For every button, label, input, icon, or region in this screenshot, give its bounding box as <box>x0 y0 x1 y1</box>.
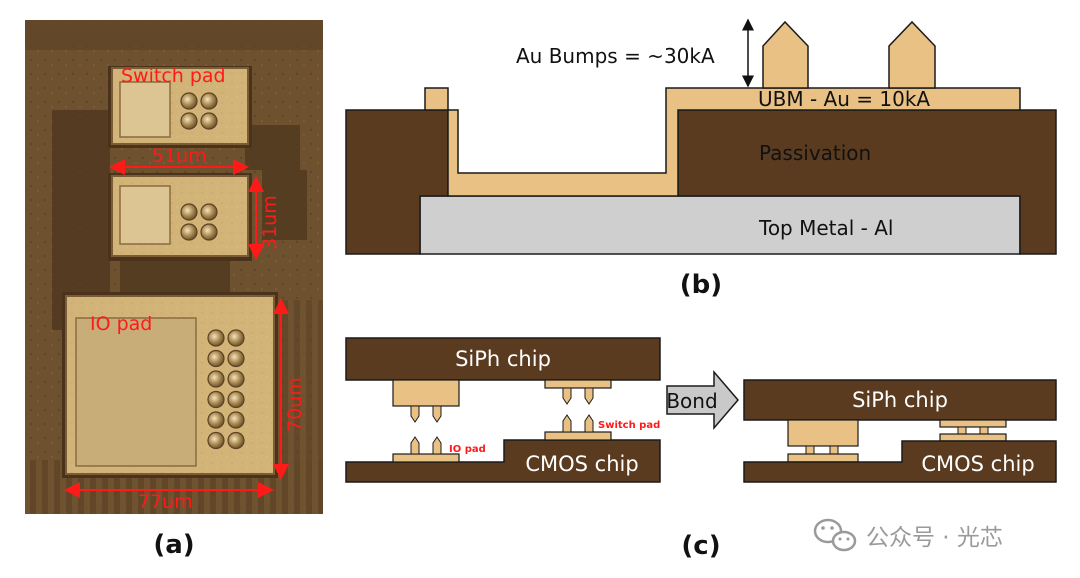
panel-c-after-bond: SiPh chip CMOS chip <box>743 379 1057 483</box>
bonded-bump <box>805 445 815 455</box>
bonded-switch-top <box>939 419 1007 428</box>
dim-switch-height: 31um <box>259 195 281 250</box>
au-bump-right <box>888 20 936 89</box>
cmos-switch-bump <box>562 414 572 433</box>
siph-chip-block <box>345 337 661 381</box>
dim-io-height: 70um <box>284 377 306 432</box>
cmos-chip-block <box>345 439 661 483</box>
siph-io-bump <box>410 405 420 423</box>
dim-switch-width: 51um <box>152 145 207 167</box>
au-bumps-label: Au Bumps = ~30kA <box>516 44 715 68</box>
panel-b-cross-section: Au Bumps = ~30kA UBM - Au = 10kA Passiva… <box>345 18 1057 255</box>
io-pad-tag: IO pad <box>449 444 486 455</box>
io-pad-bump <box>207 390 225 409</box>
io-pad-bump <box>207 431 225 450</box>
switch-pad-bump <box>200 223 218 241</box>
au-bump-left <box>762 20 809 89</box>
switch-pad-bump <box>180 223 198 241</box>
top-metal-layer <box>419 195 1021 255</box>
siph-io-pad <box>392 379 460 407</box>
io-pad-label: IO pad <box>90 313 152 335</box>
watermark: 公众号 · 光芯 <box>813 518 1003 552</box>
siph-chip-label: SiPh chip <box>455 347 551 371</box>
bonded-io-bottom <box>787 453 859 463</box>
panel-c-before-bond: SiPh chip CMOS chip IO pad Switch pad <box>345 337 661 483</box>
io-pad-bump <box>227 411 245 429</box>
panel-c-label: (c) <box>681 531 720 561</box>
top-metal-label: Top Metal - Al <box>758 216 894 240</box>
switch-pad-bump <box>200 203 218 221</box>
io-pad-bump <box>207 411 225 429</box>
siph-chip-bonded <box>743 379 1057 421</box>
bonded-bump <box>979 426 989 435</box>
cmos-chip-label: CMOS chip <box>525 452 638 476</box>
io-pad-bump <box>227 390 245 409</box>
panel-a-micrograph: Switch pad IO pad 51um 31um 70um 77um <box>25 20 323 514</box>
switch-pad-bottom <box>108 173 252 261</box>
switch-pad-bump <box>180 203 198 221</box>
switch-pad-bump <box>200 112 218 130</box>
io-pad-bump <box>207 370 225 388</box>
ubm-layer <box>424 87 1021 197</box>
bonded-switch-bottom <box>939 433 1007 442</box>
siph-bumps <box>410 387 594 423</box>
io-pad-bump <box>227 329 245 347</box>
siph-io-bump <box>432 405 442 423</box>
cmos-switch-pad <box>544 431 612 441</box>
bump-array <box>180 92 245 450</box>
io-pad-bump <box>227 349 245 368</box>
dim-io-width: 77um <box>138 491 193 513</box>
ubm-label: UBM - Au = 10kA <box>758 87 930 111</box>
bonded-io-stack <box>787 419 859 447</box>
panel-b-label: (b) <box>680 270 722 300</box>
wechat-icon <box>813 518 857 552</box>
io-pad-bump <box>227 431 245 450</box>
io-pad-bump <box>207 349 225 368</box>
switch-pad-bump <box>180 112 198 130</box>
cmos-bumps <box>410 414 594 455</box>
cmos-chip-bonded <box>743 440 1057 483</box>
switch-pad-top <box>108 66 252 148</box>
bonded-bump <box>829 445 839 455</box>
switch-pad-label: Switch pad <box>121 65 226 87</box>
cmos-io-bump <box>410 436 420 455</box>
bond-label: Bond <box>666 389 717 413</box>
cmos-io-bump <box>432 436 442 455</box>
cmos-switch-bump <box>584 414 594 433</box>
siph-switch-bump <box>562 387 572 405</box>
siph-chip-bonded-label: SiPh chip <box>852 388 948 412</box>
io-pad-bump <box>227 370 245 388</box>
passivation-label: Passivation <box>759 141 871 165</box>
switch-pad-tag: Switch pad <box>598 420 660 431</box>
panel-a-label: (a) <box>153 530 194 560</box>
cmos-chip-bonded-label: CMOS chip <box>921 452 1034 476</box>
switch-pad-bump <box>180 92 198 110</box>
bond-arrow: Bond <box>666 369 739 431</box>
siph-switch-pad <box>544 379 612 389</box>
bonded-bump <box>957 426 967 435</box>
cmos-io-pad <box>392 453 460 463</box>
io-pad-bump <box>207 329 225 347</box>
switch-pad-bump <box>200 92 218 110</box>
watermark-text: 公众号 · 光芯 <box>866 525 1003 551</box>
siph-switch-bump <box>584 387 594 405</box>
